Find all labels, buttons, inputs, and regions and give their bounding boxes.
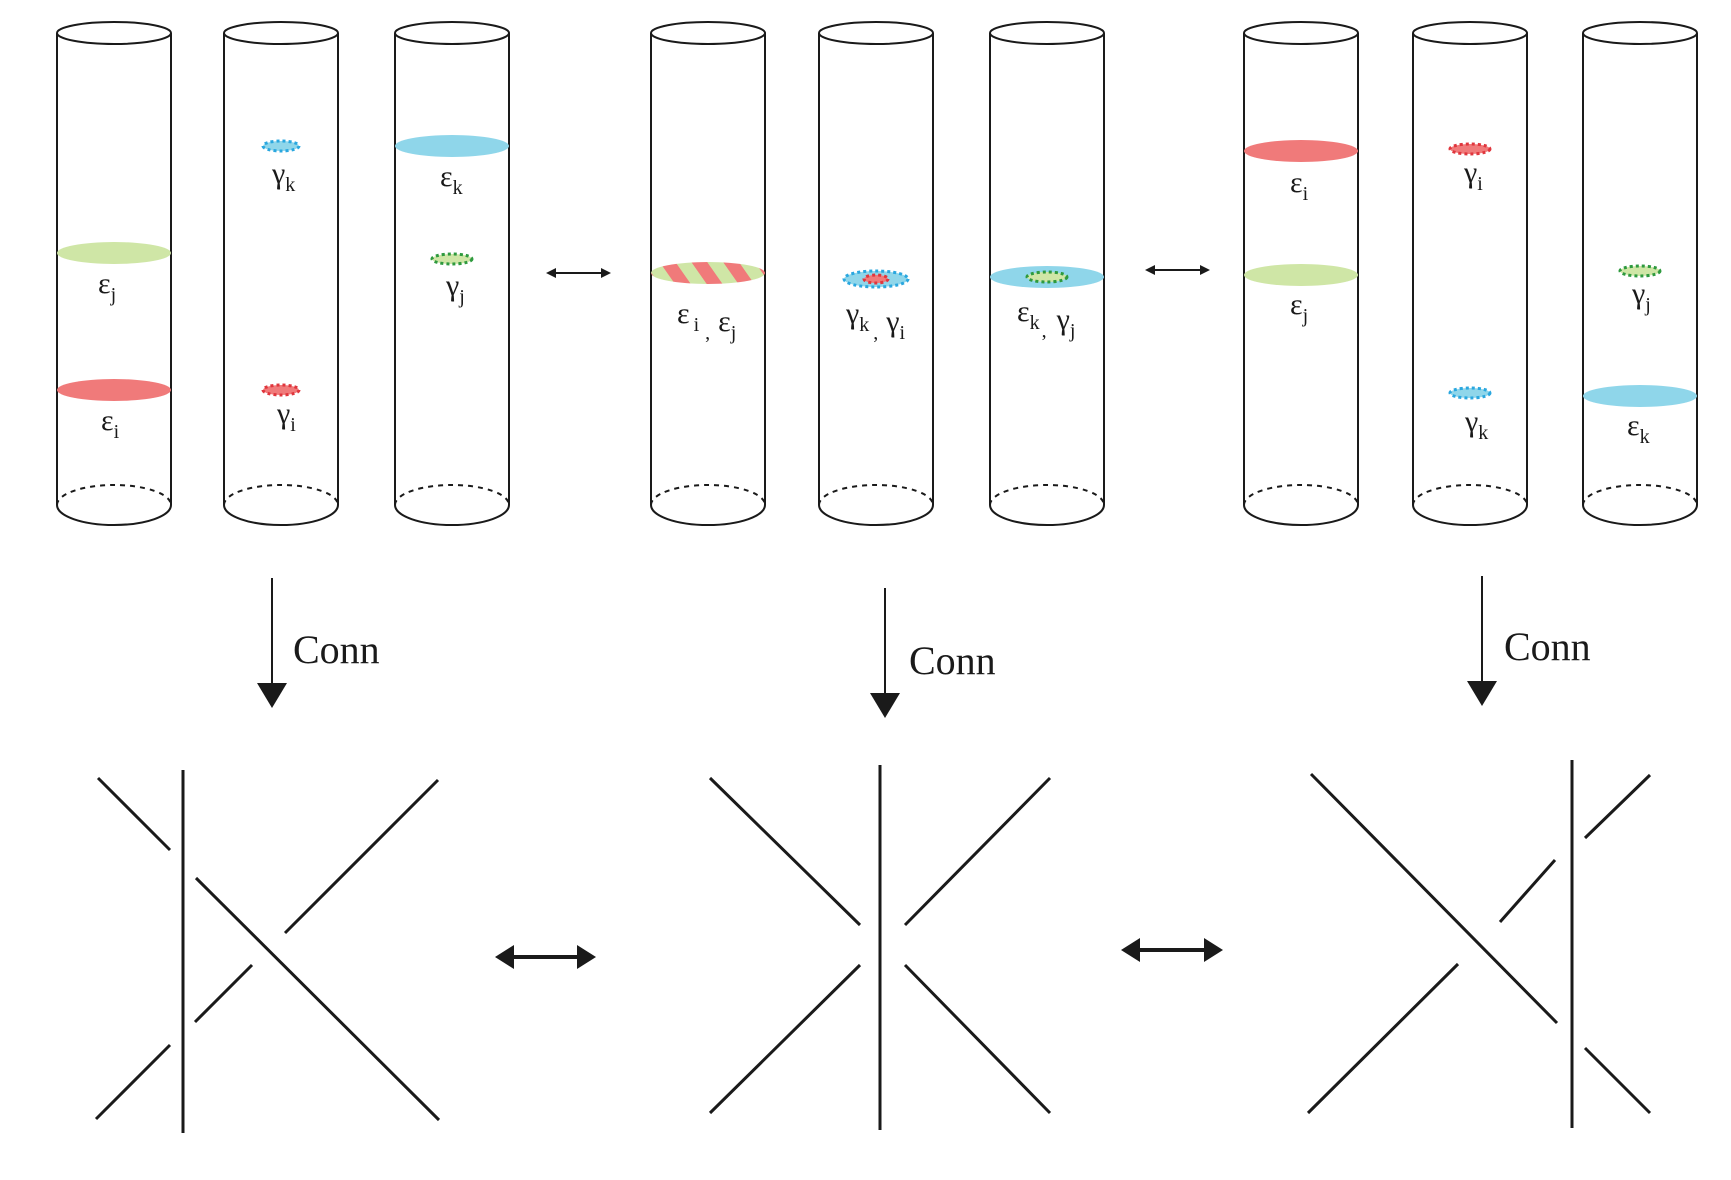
gamma-i-disk-1 [261, 383, 301, 397]
cylinder-9 [1582, 21, 1698, 526]
bottom-equivalence-arrow-1 [495, 945, 596, 969]
conn-label-3: Conn [1504, 624, 1591, 669]
epsilon-i-label-3: εi [1290, 166, 1309, 205]
epsilon-k-gamma-j-label: εk,γj [1017, 295, 1075, 342]
cylinder-1 [56, 21, 172, 526]
epsilon-k-label-3: εk [1627, 409, 1650, 448]
gamma-j-label-3: γj [1631, 277, 1651, 316]
gamma-i-disk-3 [1448, 142, 1492, 156]
epsilon-j-label-3: εj [1290, 288, 1308, 327]
gamma-i-label-1: γi [276, 397, 296, 436]
gamma-i-label-3: γi [1463, 156, 1483, 195]
gamma-j-disk-2 [1025, 270, 1069, 284]
epsilon-k-disk-3 [1583, 385, 1697, 407]
gamma-j-label-1: γj [445, 269, 465, 308]
epsilon-j-disk-3 [1244, 264, 1358, 286]
conn-label-1: Conn [293, 627, 380, 672]
cylinder-4 [650, 21, 766, 526]
cylinder-8 [1412, 21, 1528, 526]
cylinder-7 [1243, 21, 1359, 526]
epsilon-k-label-1: εk [440, 160, 463, 199]
epsilon-j-label-1: εj [98, 267, 116, 306]
braid-diagram-left [94, 770, 441, 1133]
gamma-j-disk-3 [1618, 264, 1662, 278]
epsilon-j-disk-1 [57, 242, 171, 264]
conn-arrow-3: Conn [1467, 576, 1591, 706]
gamma-j-disk-1 [430, 252, 474, 266]
cylinder-3 [394, 21, 510, 526]
epsilon-k-disk-1 [395, 135, 509, 157]
epsilon-i-label-1: εi [101, 404, 120, 443]
epsilon-i-disk-1 [57, 379, 171, 401]
cylinder-2 [223, 21, 339, 526]
gamma-k-label-3: γk [1464, 405, 1488, 444]
epsilon-i-disk-3 [1244, 140, 1358, 162]
gamma-k-disk-1 [261, 139, 301, 153]
gamma-k-label-1: γk [271, 157, 295, 196]
epsilon-ij-striped-disk [651, 262, 765, 284]
cylinder-5 [818, 21, 934, 526]
gamma-ki-label: γk,γi [845, 297, 906, 344]
gamma-i-disk-2 [862, 273, 890, 285]
cylinder-6 [989, 21, 1105, 526]
gamma-k-disk-3 [1448, 386, 1492, 400]
braid-diagram-right [1306, 760, 1652, 1128]
conn-arrow-1: Conn [257, 578, 380, 708]
conn-label-2: Conn [909, 638, 996, 683]
bottom-equivalence-arrow-2 [1121, 938, 1223, 962]
top-equivalence-arrow-2 [1145, 265, 1210, 275]
top-equivalence-arrow-1 [546, 268, 611, 278]
braid-diagram-middle [708, 765, 1052, 1130]
conn-arrow-2: Conn [870, 588, 996, 718]
